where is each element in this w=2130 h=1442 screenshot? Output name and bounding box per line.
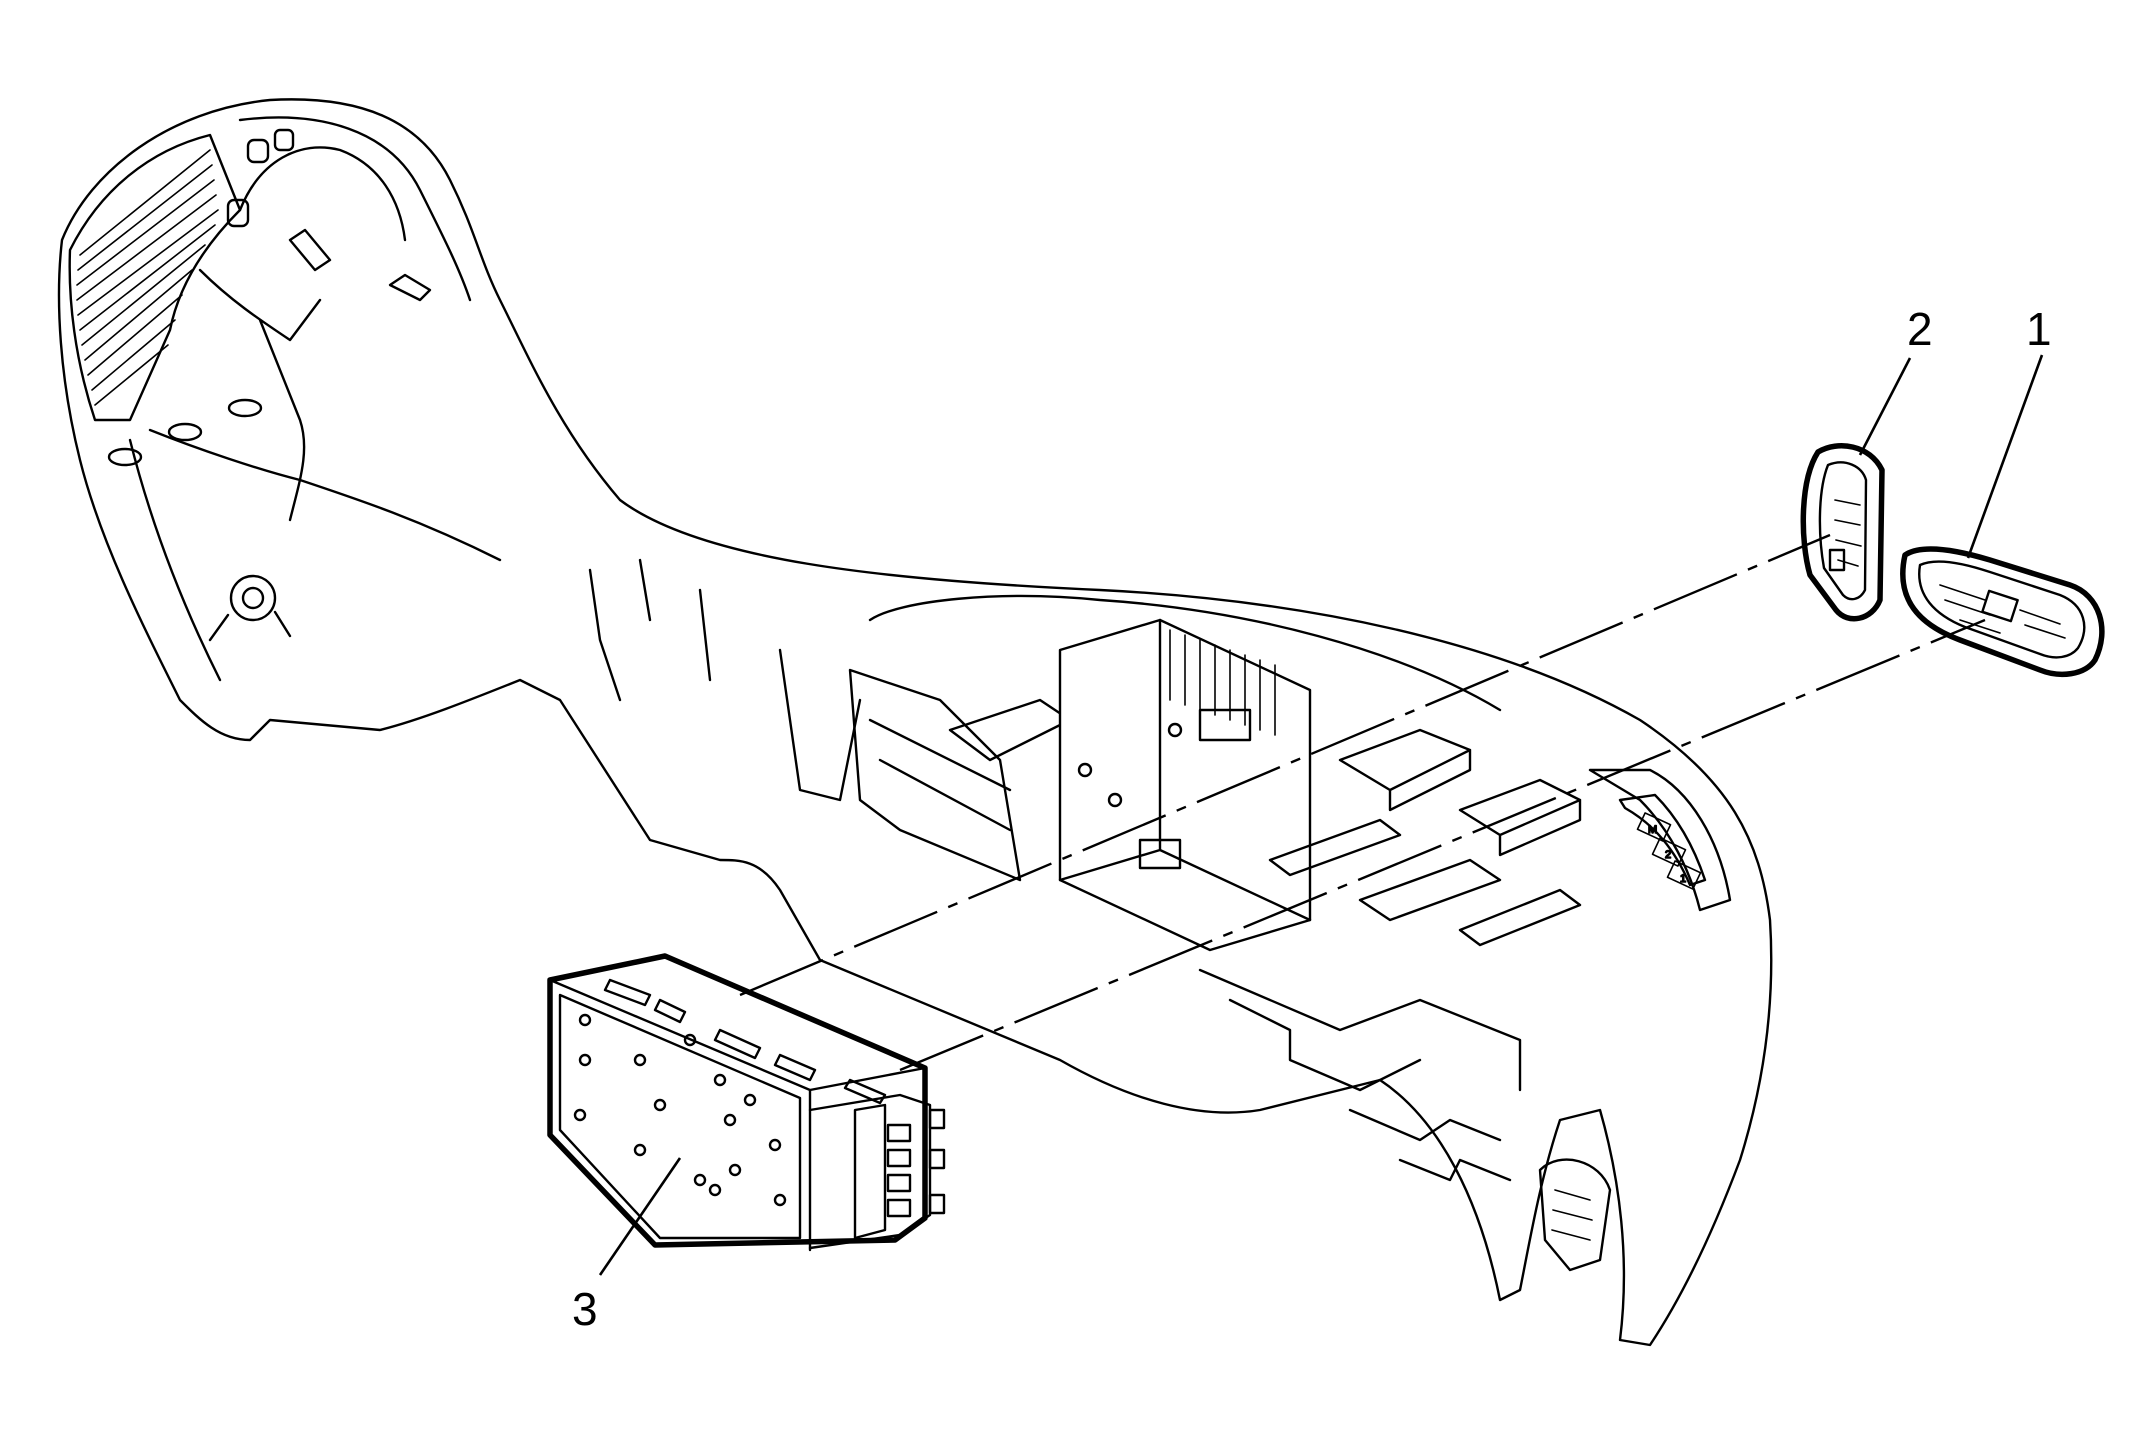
callout-1: 1 xyxy=(2026,303,2052,355)
trim-panel-housing: M 2 1 xyxy=(57,98,1773,1347)
callout-3: 3 xyxy=(572,1283,598,1335)
callout-2: 2 xyxy=(1907,303,1933,355)
part-2-switch-bezel xyxy=(1800,443,1885,622)
callout-leaders xyxy=(598,354,2044,1276)
keypad-label-1: 1 xyxy=(1680,873,1686,885)
keypad-label-2: 2 xyxy=(1665,849,1671,861)
part-1-switch xyxy=(1900,546,2105,678)
explosion-lines xyxy=(739,533,1986,1072)
integrated-keypad-bezel: M 2 1 xyxy=(1588,768,1732,912)
internal-module-block xyxy=(1058,618,1312,952)
part-3-control-module xyxy=(547,953,946,1252)
keypad-label-m: M xyxy=(1648,824,1657,836)
